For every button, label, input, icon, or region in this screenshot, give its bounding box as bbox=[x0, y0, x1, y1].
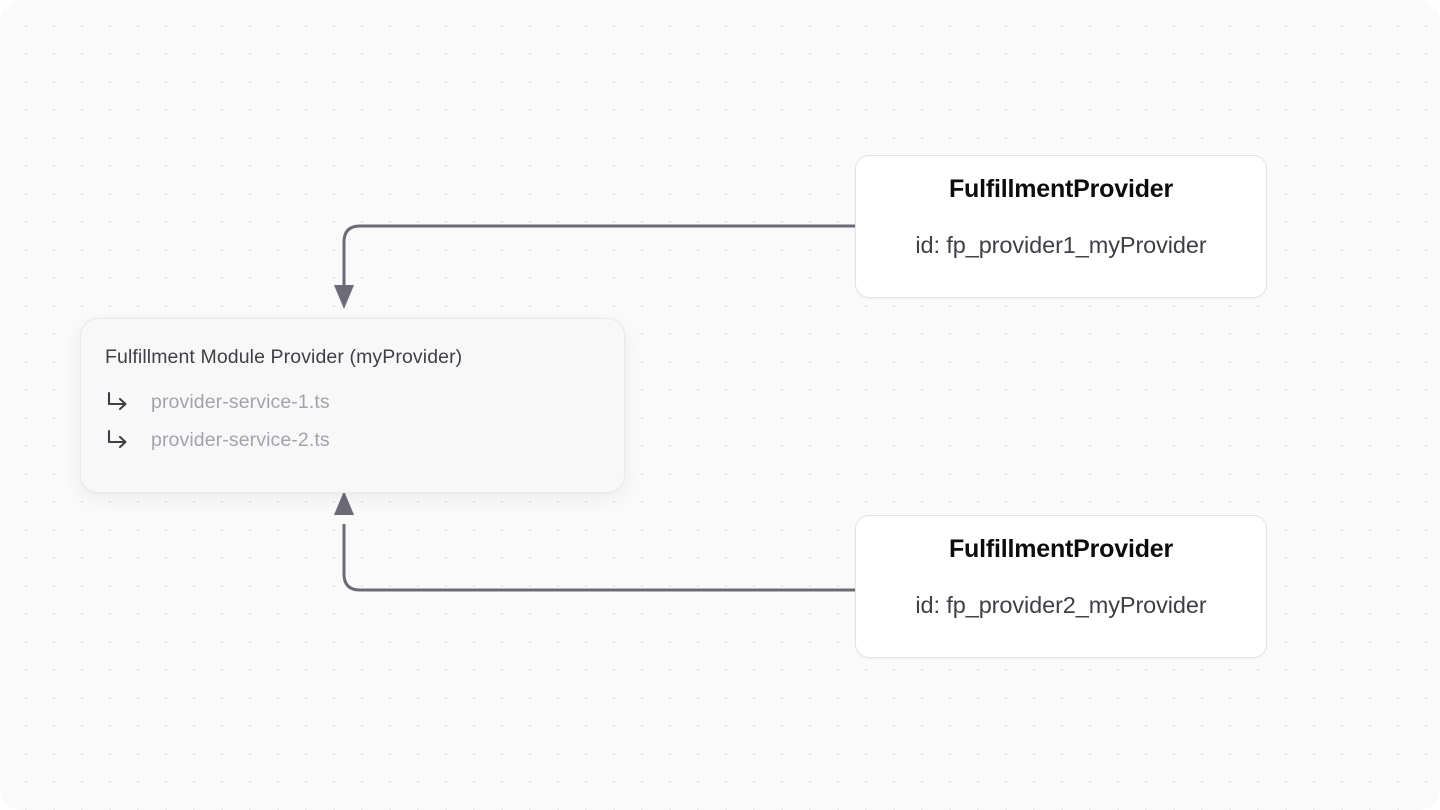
entity-card-id: id: fp_provider2_myProvider bbox=[915, 592, 1207, 618]
entity-card-fulfillment-provider-1[interactable]: FulfillmentProvider id: fp_provider1_myP… bbox=[855, 155, 1267, 298]
entity-card-fulfillment-provider-2[interactable]: FulfillmentProvider id: fp_provider2_myP… bbox=[855, 515, 1267, 658]
arrow-branch-icon bbox=[107, 391, 127, 411]
list-item[interactable]: provider-service-2.ts bbox=[105, 421, 600, 459]
entity-card-title: FulfillmentProvider bbox=[948, 175, 1173, 203]
provider-card-title: Fulfillment Module Provider (myProvider) bbox=[105, 346, 463, 368]
arrow-branch-icon bbox=[107, 429, 127, 449]
entity-card-id: id: fp_provider1_myProvider bbox=[915, 232, 1207, 258]
provider-file-name: provider-service-1.ts bbox=[151, 391, 330, 413]
connector-entity-1-to-provider bbox=[334, 224, 855, 309]
entity-card-title: FulfillmentProvider bbox=[948, 535, 1173, 563]
list-item[interactable]: provider-service-1.ts bbox=[105, 383, 600, 421]
provider-file-name: provider-service-2.ts bbox=[151, 429, 330, 451]
connector-entity-2-to-provider bbox=[334, 491, 855, 592]
arrowhead-down-icon bbox=[334, 285, 354, 309]
provider-file-list: provider-service-1.ts provider-service-2… bbox=[105, 383, 600, 459]
arrowhead-up-icon bbox=[334, 491, 354, 515]
provider-card[interactable]: Fulfillment Module Provider (myProvider)… bbox=[80, 318, 625, 493]
